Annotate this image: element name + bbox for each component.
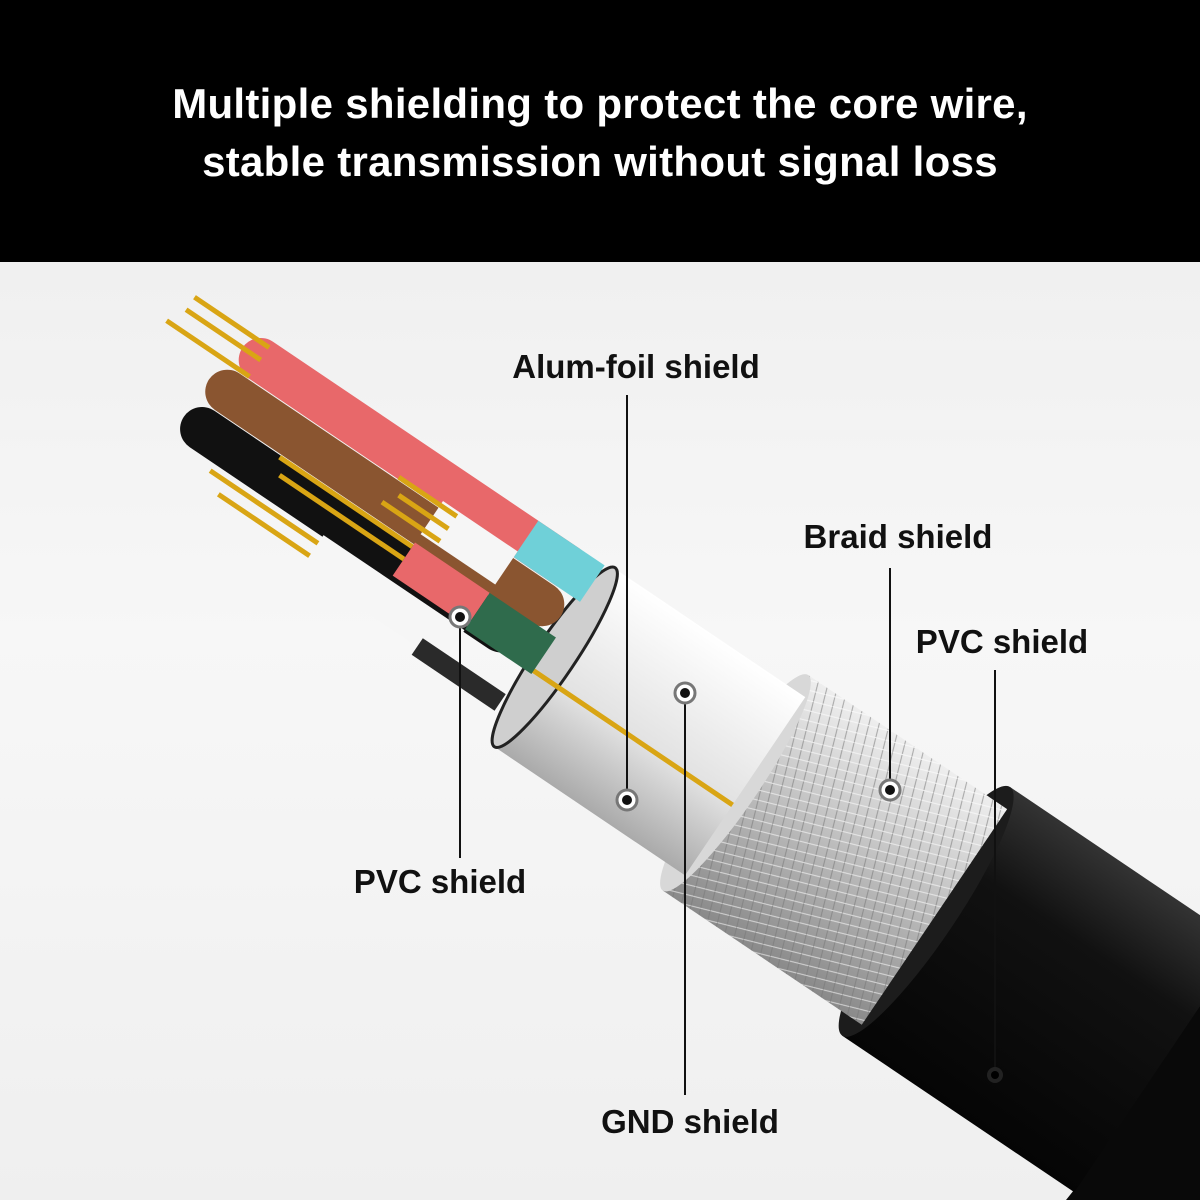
label-alum-foil-shield: Alum-foil shield (512, 348, 760, 385)
label-pvc-shield-inner: PVC shield (353, 863, 527, 900)
headline-line-2: stable transmission without signal loss (202, 138, 998, 185)
leader-lines (459, 395, 996, 1095)
label-pvc-shield-outer: PVC shield (915, 623, 1089, 660)
marker-dots (448, 605, 1003, 1083)
label-gnd-shield: GND shield (601, 1103, 779, 1140)
gnd-drain-wire (523, 663, 734, 807)
braid-weave-texture (662, 674, 1008, 1025)
outer-pvc-jacket-corner (1066, 1000, 1200, 1200)
headline-line-1: Multiple shielding to protect the core w… (172, 80, 1028, 127)
label-braid-shield: Braid shield (803, 518, 993, 555)
header-banner: Multiple shielding to protect the core w… (0, 0, 1200, 262)
inner-wires (180, 337, 605, 711)
gold-conductors (165, 295, 459, 562)
